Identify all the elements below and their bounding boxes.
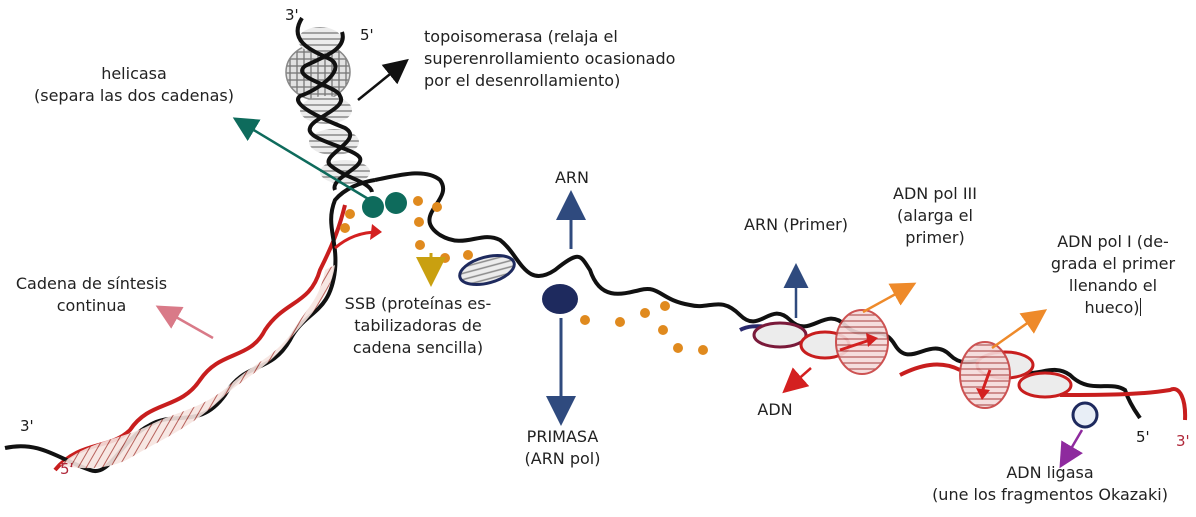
synthesis-direction-arrow bbox=[370, 224, 382, 240]
topoisomerase-arrow bbox=[357, 58, 409, 101]
dna-pol-i-enzyme bbox=[959, 341, 1011, 409]
label-primasa: PRIMASA (ARN pol) bbox=[524, 427, 601, 468]
right-5-prime-end: 5' bbox=[1136, 428, 1150, 446]
label-adn: ADN bbox=[757, 400, 793, 419]
okazaki-fragments bbox=[458, 254, 1188, 429]
text-cursor bbox=[1140, 298, 1142, 316]
top-5-prime-end: 5' bbox=[360, 26, 374, 44]
top-3-prime-end: 3' bbox=[285, 6, 299, 24]
adn-arrow bbox=[782, 367, 812, 394]
left-5-prime-end: 5' bbox=[60, 460, 74, 478]
label-adn-pol-i: ADN pol I (de- grada el primer llenando … bbox=[1050, 232, 1176, 317]
label-helicasa: helicasa (separa las dos cadenas) bbox=[33, 64, 234, 105]
label-ssb: SSB (proteínas es- tabilizadoras de cade… bbox=[344, 294, 492, 357]
continuous-strand-arrow bbox=[155, 305, 214, 340]
dna-pol-i-arrow bbox=[991, 309, 1048, 350]
helicase-arrow bbox=[232, 117, 371, 202]
label-cadena-continua: Cadena de síntesis continua bbox=[15, 274, 168, 315]
dna-ligase-arrow bbox=[1059, 429, 1084, 469]
label-arn: ARN bbox=[554, 168, 590, 187]
left-3-prime-end: 3' bbox=[20, 417, 34, 435]
rna-primer-oval bbox=[458, 254, 516, 286]
label-adn-pol-iii: ADN pol III (alarga el primer) bbox=[893, 184, 977, 247]
right-3-prime-end: 3' bbox=[1176, 432, 1190, 450]
leading-strand-helix bbox=[4, 178, 382, 474]
parental-helix bbox=[285, 16, 374, 193]
dna-ligase-enzyme bbox=[1071, 401, 1099, 429]
dna-pol-iii-arrow bbox=[862, 282, 917, 314]
label-arn-primer: ARN (Primer) bbox=[744, 215, 848, 234]
helicase-enzyme bbox=[362, 192, 407, 218]
primase-enzyme bbox=[542, 284, 578, 314]
label-adn-ligasa: ADN ligasa (une los fragmentos Okazaki) bbox=[932, 463, 1168, 504]
label-topoisomerasa: topoisomerasa (relaja el superenrollamie… bbox=[424, 27, 676, 90]
